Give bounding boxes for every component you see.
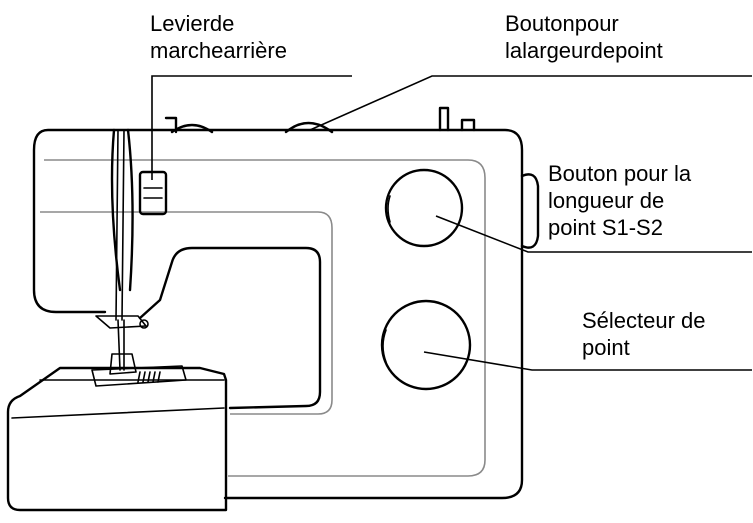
leader-reverse-lever bbox=[151, 75, 352, 180]
label-stitch-length-line2: longueur de bbox=[548, 188, 665, 213]
stitch-width-knob bbox=[284, 121, 334, 134]
feed-dogs bbox=[137, 371, 161, 383]
free-arm-base bbox=[6, 366, 228, 512]
hand-wheel bbox=[520, 173, 540, 249]
free-arm-top bbox=[11, 379, 225, 419]
label-stitch-selector-line1: Sélecteur de bbox=[582, 308, 706, 333]
label-reverse-lever: Levierde marchearrière bbox=[150, 10, 287, 64]
reverse-lever-slot bbox=[143, 187, 163, 199]
arm-inner-outline bbox=[40, 211, 333, 415]
front-arm bbox=[138, 246, 322, 410]
label-stitch-width-line2: lalargeurdepoint bbox=[505, 38, 663, 63]
needle-bar bbox=[115, 129, 125, 371]
front-panel-outline bbox=[44, 159, 486, 477]
needle-plate bbox=[91, 365, 187, 387]
label-stitch-length-line1: Bouton pour la bbox=[548, 161, 692, 186]
presser-foot bbox=[95, 315, 147, 375]
label-reverse-lever-line1: Levierde bbox=[150, 11, 235, 36]
spool-holder-left bbox=[164, 116, 214, 134]
label-stitch-width-line1: Boutonpour bbox=[505, 11, 619, 36]
label-stitch-selector-line2: point bbox=[582, 335, 630, 360]
leader-stitch-selector bbox=[423, 351, 752, 371]
leader-stitch-length bbox=[435, 215, 752, 253]
label-stitch-width-knob: Boutonpour lalargeurdepoint bbox=[505, 10, 663, 64]
thread-guide-cover bbox=[110, 128, 134, 292]
label-stitch-selector: Sélecteur de point bbox=[582, 307, 706, 361]
leader-stitch-width bbox=[309, 75, 752, 131]
reverse-lever bbox=[138, 170, 168, 216]
machine-body-outline bbox=[32, 128, 524, 500]
stitch-selector-knob bbox=[380, 299, 472, 391]
presser-foot-screw bbox=[139, 319, 149, 329]
label-stitch-length-knob: Bouton pour la longueur de point S1-S2 bbox=[548, 160, 691, 241]
stitch-length-knob bbox=[384, 168, 464, 248]
label-stitch-length-line3: point S1-S2 bbox=[548, 215, 663, 240]
spool-pin-right bbox=[438, 106, 476, 132]
label-reverse-lever-line2: marchearrière bbox=[150, 38, 287, 63]
